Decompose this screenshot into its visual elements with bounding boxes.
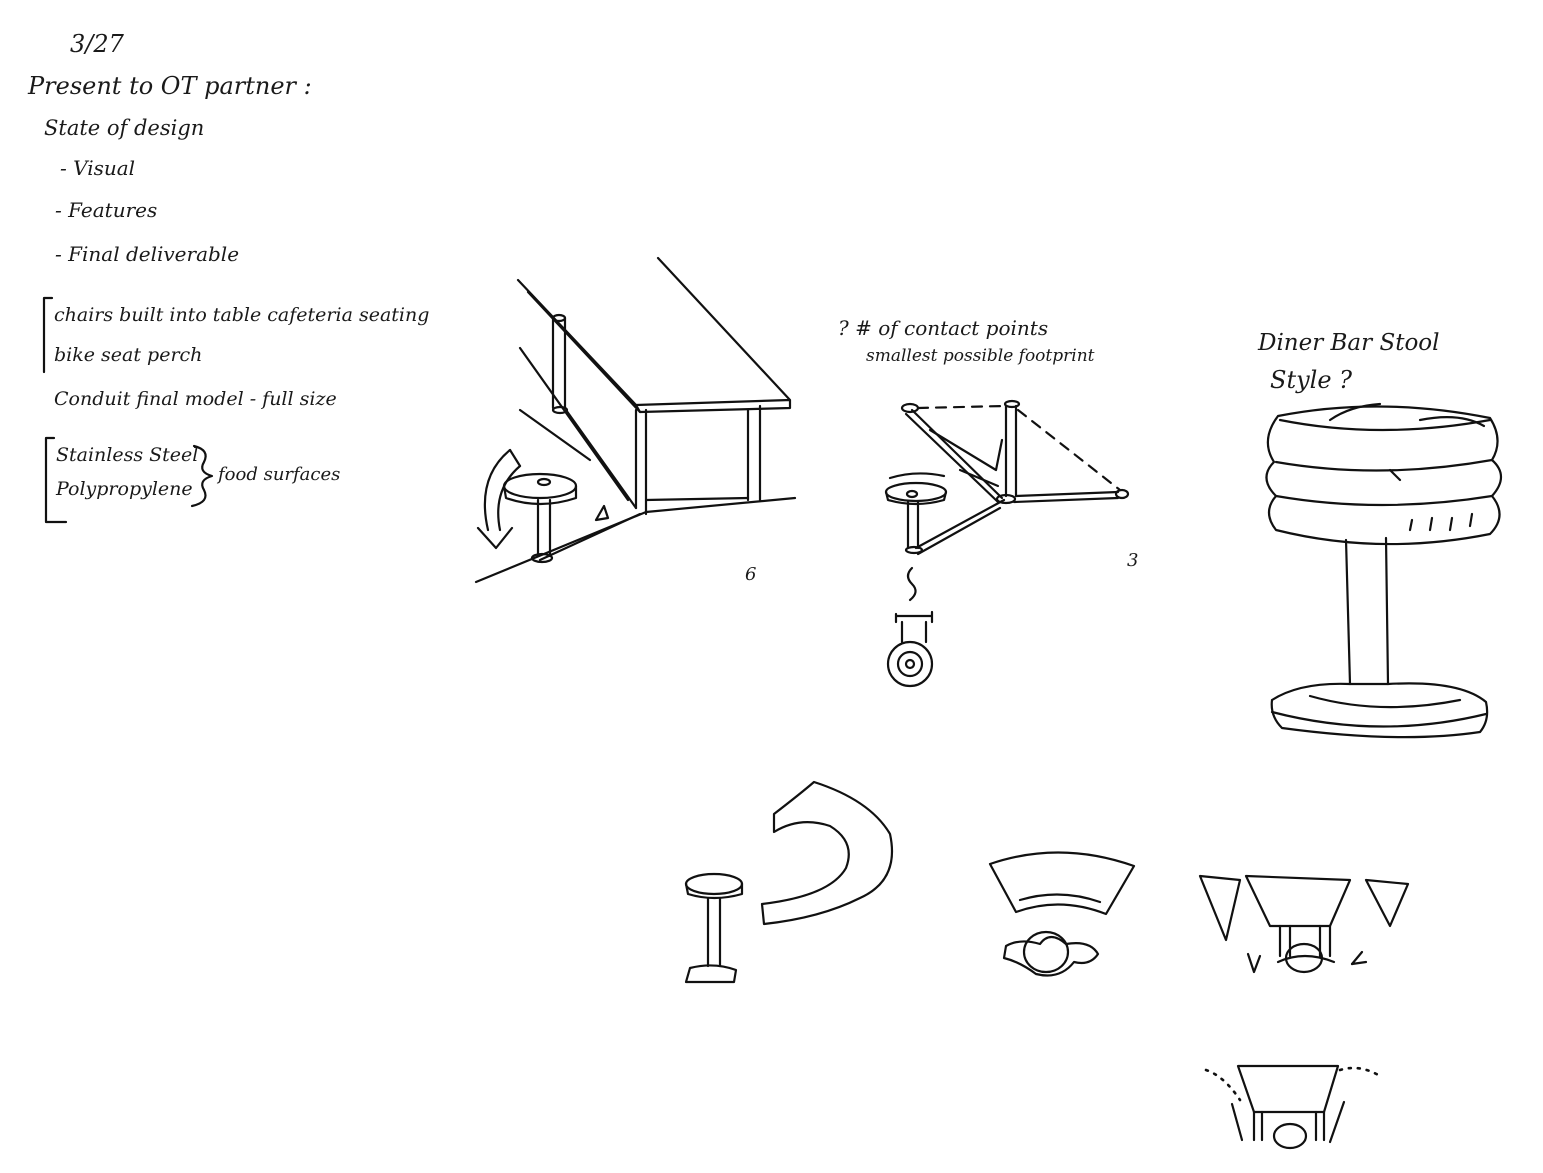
bracket-materials	[44, 436, 68, 524]
materials-note: food surfaces	[218, 464, 341, 485]
curly-brace	[190, 444, 214, 508]
item-features: - Features	[55, 198, 158, 222]
date-note: 3/27	[70, 30, 124, 58]
footprint-note: smallest possible footprint	[866, 346, 1095, 366]
curved-bench-sketch	[684, 780, 894, 984]
contact-points-note: ? # of contact points	[838, 316, 1049, 340]
top-view-panels-sketch	[1198, 874, 1410, 974]
number-three: 3	[1127, 550, 1139, 571]
tripod-stool-sketch	[884, 399, 1130, 688]
table-stool-sketch	[474, 256, 797, 584]
diner-stool-sketch	[1265, 402, 1503, 739]
idea-conduit: Conduit final model - full size	[54, 388, 337, 410]
heading-note: Present to OT partner :	[28, 72, 312, 100]
diner-style-note: Style ?	[1270, 366, 1353, 394]
diner-stool-note: Diner Bar Stool	[1258, 330, 1440, 356]
bottom-top-view-sketch	[1204, 1064, 1382, 1150]
material-pp: Polypropylene	[56, 478, 193, 500]
idea-bike-seat: bike seat perch	[54, 344, 203, 366]
item-visual: - Visual	[60, 156, 136, 180]
top-view-person-sketch	[988, 851, 1136, 977]
item-deliverable: - Final deliverable	[55, 242, 240, 266]
idea-chairs: chairs built into table cafeteria seatin…	[54, 304, 430, 326]
material-steel: Stainless Steel	[56, 444, 199, 466]
bracket-ideas	[42, 296, 54, 374]
state-note: State of design	[44, 116, 205, 140]
number-six: 6	[745, 564, 757, 585]
